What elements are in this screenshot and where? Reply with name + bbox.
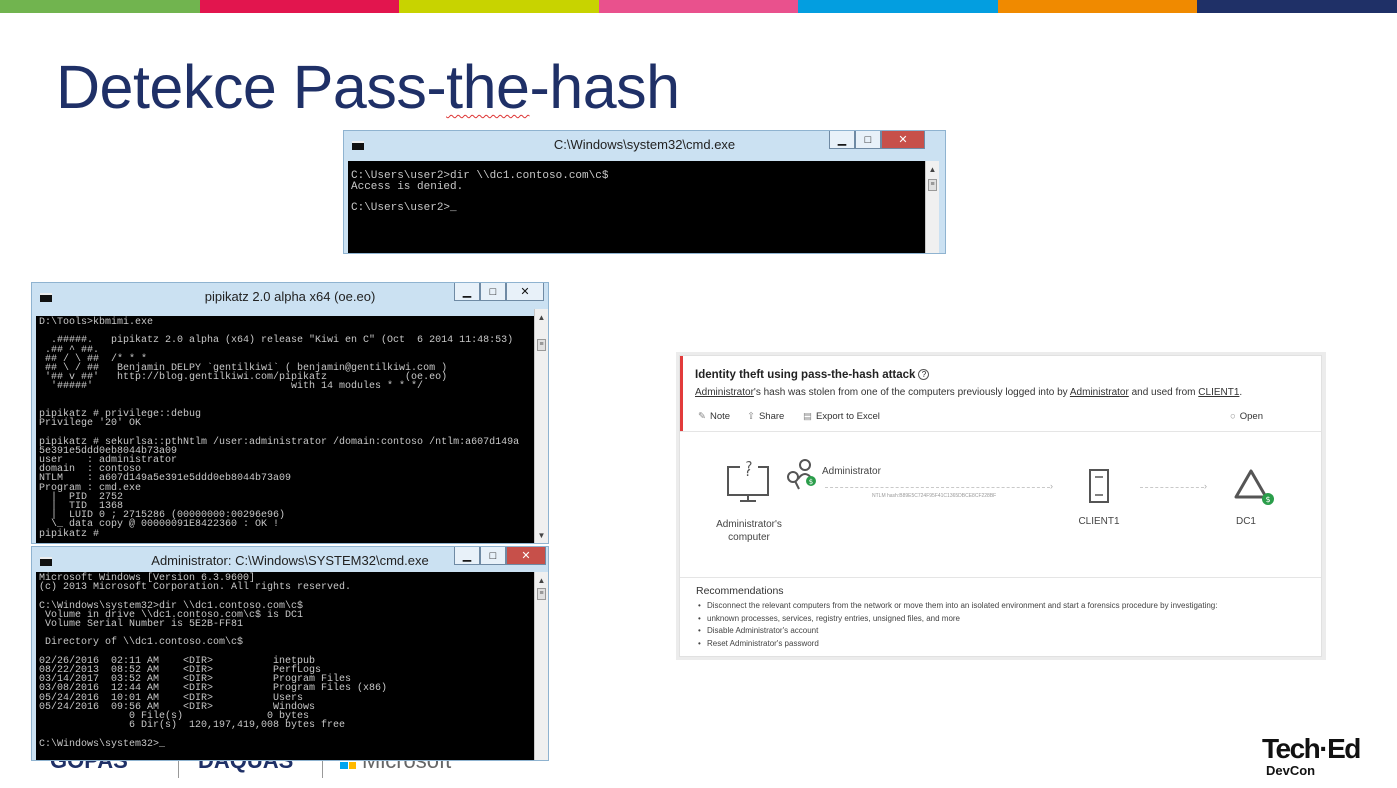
slide-title: Detekce Pass-the-hash xyxy=(56,53,680,121)
scroll-down-icon[interactable]: ▼ xyxy=(537,531,546,540)
window-title: C:\Windows\system32\cmd.exe xyxy=(553,137,736,152)
flow-line xyxy=(825,487,1050,488)
share-icon: ⇪ xyxy=(747,411,755,422)
logo-separator xyxy=(178,750,179,778)
dc-label: DC1 xyxy=(1235,516,1256,527)
share-button[interactable]: ⇪Share xyxy=(747,411,785,422)
divider xyxy=(680,431,1321,432)
teched-logo: Tech·Ed DevCon xyxy=(1262,733,1361,782)
color-strip-segment xyxy=(1197,0,1397,13)
computer-question-icon: ? ? xyxy=(727,460,769,502)
maximize-button[interactable]: □ xyxy=(480,547,506,565)
scroll-thumb[interactable]: ≡ xyxy=(537,588,546,600)
alert-actions: ✎Note ⇪Share ▤Export to Excel ○Open xyxy=(698,411,1301,425)
scroll-thumb[interactable]: ≡ xyxy=(537,339,546,351)
scroll-up-icon[interactable]: ▲ xyxy=(928,165,937,174)
divider xyxy=(680,577,1321,578)
admin-cmd-titlebar[interactable]: Administrator: C:\Windows\SYSTEM32\cmd.e… xyxy=(32,547,548,575)
excel-icon: ▤ xyxy=(803,411,812,422)
alert-title: Identity theft using pass-the-hash attac… xyxy=(695,369,1311,381)
recommendations-list: Disconnect the relevant computers from t… xyxy=(696,600,1306,650)
svg-text:?: ? xyxy=(746,460,753,475)
console-output[interactable]: Microsoft Windows [Version 6.3.9600] (c)… xyxy=(36,572,534,760)
vertical-scrollbar[interactable]: ▲ ≡ xyxy=(925,161,939,253)
minimize-button[interactable]: ▁ xyxy=(454,547,480,565)
console-app-icon xyxy=(40,293,52,302)
recommendation-item: Disconnect the relevant computers from t… xyxy=(696,600,1306,613)
window-title: pipikatz 2.0 alpha x64 (oe.eo) xyxy=(204,289,376,304)
recommendation-item: Reset Administrator's password xyxy=(696,638,1306,651)
svg-text:$: $ xyxy=(809,478,813,486)
export-excel-button[interactable]: ▤Export to Excel xyxy=(803,411,880,422)
teched-logo-title: Tech·Ed xyxy=(1262,733,1361,764)
color-strip-segment xyxy=(798,0,998,13)
scroll-up-icon[interactable]: ▲ xyxy=(537,313,546,322)
cmd-window-top[interactable]: C:\Windows\system32\cmd.exe ▁ □ ✕ C:\Use… xyxy=(343,130,946,254)
color-strip-segment xyxy=(997,0,1198,13)
account-link[interactable]: Administrator xyxy=(695,387,754,398)
domain-controller-icon: $ xyxy=(1234,469,1274,505)
client-label: CLIENT1 xyxy=(1078,516,1120,527)
help-icon[interactable]: ? xyxy=(918,369,930,380)
pipikatz-titlebar[interactable]: pipikatz 2.0 alpha x64 (oe.eo) ▁ □ ✕ xyxy=(32,283,548,311)
scroll-up-icon[interactable]: ▲ xyxy=(537,576,546,585)
key-user-icon: $ xyxy=(787,459,816,490)
ata-alert-card: Identity theft using pass-the-hash attac… xyxy=(679,355,1322,657)
source-computer-label: Administrator's computer xyxy=(716,519,782,543)
close-button[interactable]: ✕ xyxy=(506,283,544,301)
arrow-right-icon: › xyxy=(1050,481,1053,491)
window-title: Administrator: C:\Windows\SYSTEM32\cmd.e… xyxy=(151,553,429,568)
arrow-right-icon: › xyxy=(1204,481,1207,491)
maximize-button[interactable]: □ xyxy=(855,131,881,149)
close-button[interactable]: ✕ xyxy=(881,131,925,149)
minimize-button[interactable]: ▁ xyxy=(829,131,855,149)
color-strip-segment xyxy=(0,0,200,13)
teched-logo-subtitle: DevCon xyxy=(1266,763,1316,778)
logo-separator xyxy=(322,750,323,778)
recommendations-title: Recommendations xyxy=(696,585,784,597)
close-button[interactable]: ✕ xyxy=(506,547,546,565)
alert-description: Administrator's hash was stolen from one… xyxy=(695,387,1243,398)
ntlm-hash: NTLM hash:B89E5C724F95F41C1365DBCE8CF228… xyxy=(872,493,997,499)
scroll-thumb[interactable]: ≡ xyxy=(928,179,937,191)
svg-text:?: ? xyxy=(744,464,751,480)
flow-line xyxy=(1140,487,1204,488)
recommendations: Recommendations Disconnect the relevant … xyxy=(696,585,1306,650)
console-output[interactable]: D:\Tools>kbmimi.exe .#####. pipikatz 2.0… xyxy=(36,316,534,543)
minimize-button[interactable]: ▁ xyxy=(454,283,480,301)
admin-cmd-window[interactable]: Administrator: C:\Windows\SYSTEM32\cmd.e… xyxy=(31,546,549,761)
vertical-scrollbar[interactable]: ▲ ≡ ▼ xyxy=(534,309,548,543)
console-app-icon xyxy=(352,141,364,150)
pencil-icon: ✎ xyxy=(698,411,706,422)
maximize-button[interactable]: □ xyxy=(480,283,506,301)
device-icon xyxy=(1089,469,1109,503)
svg-text:$: $ xyxy=(1265,495,1270,504)
ata-alert-frame: Identity theft using pass-the-hash attac… xyxy=(676,352,1326,660)
recommendation-item-continued: unknown processes, services, registry en… xyxy=(696,613,1306,626)
color-strip-segment xyxy=(399,0,599,13)
pipikatz-window[interactable]: pipikatz 2.0 alpha x64 (oe.eo) ▁ □ ✕ D:\… xyxy=(31,282,549,544)
recommendation-item: Disable Administrator's account xyxy=(696,625,1306,638)
account-link[interactable]: Administrator xyxy=(1069,387,1129,398)
vertical-scrollbar[interactable]: ▲ ≡ xyxy=(534,572,548,760)
color-strip-segment xyxy=(598,0,799,13)
open-status-button[interactable]: ○Open xyxy=(1230,411,1263,422)
computer-link[interactable]: CLIENT1 xyxy=(1198,387,1240,398)
account-label: Administrator xyxy=(822,466,881,477)
console-app-icon xyxy=(40,557,52,566)
severity-bar xyxy=(680,356,683,431)
cmd-top-titlebar[interactable]: C:\Windows\system32\cmd.exe ▁ □ ✕ xyxy=(344,131,945,159)
console-output[interactable]: C:\Users\user2>dir \\dc1.contoso.com\c$ … xyxy=(348,161,925,253)
note-button[interactable]: ✎Note xyxy=(698,411,731,422)
color-strip-segment xyxy=(199,0,400,13)
circle-icon: ○ xyxy=(1230,411,1236,422)
color-strip xyxy=(0,0,1397,13)
